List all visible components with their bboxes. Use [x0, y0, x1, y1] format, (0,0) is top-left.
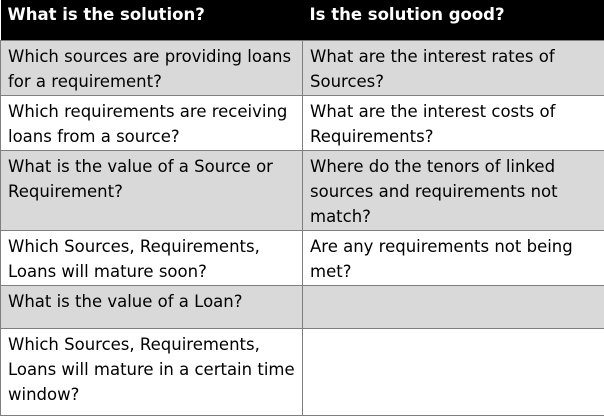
table-cell: What is the value of a Source or Require… [1, 150, 303, 230]
table-cell-empty [303, 285, 604, 328]
table-cell: What is the value of a Loan? [1, 285, 303, 328]
table-cell: What are the interest costs of Requireme… [303, 95, 604, 150]
table-row: What is the value of a Loan? [1, 285, 604, 328]
table-row: What is the value of a Source or Require… [1, 150, 604, 230]
table-row: Which sources are providing loans for a … [1, 40, 604, 95]
table-row: Which Sources, Requirements, Loans will … [1, 230, 604, 285]
header-solution-good-label: Is the solution good? [310, 4, 598, 26]
table-cell: What are the interest rates of Sources? [303, 40, 604, 95]
table-cell: Are any requirements not being met? [303, 230, 604, 285]
table-row: Which requirements are receiving loans f… [1, 95, 604, 150]
table-cell: Which requirements are receiving loans f… [1, 95, 303, 150]
table-cell: Which Sources, Requirements, Loans will … [1, 230, 303, 285]
table-cell: Where do the tenors of linked sources an… [303, 150, 604, 230]
header-row: What is the solution? Is the solution go… [1, 0, 604, 40]
header-solution-label: What is the solution? [8, 4, 296, 26]
header-solution-good: Is the solution good? [303, 0, 604, 40]
table-cell: Which sources are providing loans for a … [1, 40, 303, 95]
header-solution: What is the solution? [1, 0, 303, 40]
